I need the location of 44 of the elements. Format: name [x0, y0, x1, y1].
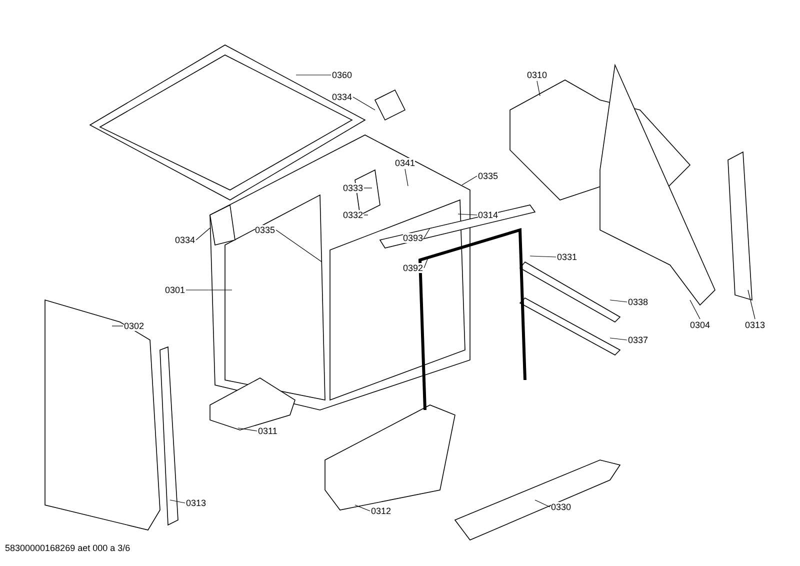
leader-line	[424, 258, 428, 268]
callout-number: 0311	[258, 426, 278, 436]
callout-number: 0331	[557, 252, 578, 262]
callout-number: 0330	[551, 502, 572, 512]
callout-number: 0335	[255, 225, 276, 235]
callout-number: 0337	[628, 335, 648, 345]
callout-number: 0310	[527, 70, 548, 80]
leader-line	[690, 300, 700, 320]
leader-line	[610, 300, 628, 302]
leader-line	[536, 80, 540, 96]
leader-line	[462, 176, 478, 186]
leader-line	[404, 168, 408, 186]
leader-line	[530, 256, 556, 258]
callout-number: 0338	[628, 297, 648, 307]
callout-number: 0304	[690, 320, 710, 330]
callout-number: 0313	[186, 498, 206, 508]
leader-line	[424, 228, 430, 238]
callout-number: 0392	[403, 263, 424, 273]
callout-number: 0335	[478, 171, 498, 181]
leader-line	[364, 214, 368, 216]
callout-number: 0334	[175, 235, 196, 245]
leader-line	[196, 228, 210, 240]
leader-line	[748, 290, 756, 320]
leader-line	[458, 214, 478, 216]
callout-number: 0393	[403, 233, 424, 243]
leader-line	[238, 428, 258, 432]
callout-number: 0334	[332, 92, 352, 102]
callout-number: 0360	[332, 70, 352, 80]
callout-number: 0333	[343, 183, 364, 193]
callout-number: 0301	[165, 285, 186, 295]
callout-number: 0341	[395, 158, 416, 168]
drawing-number: 58300000168269 aet 000 a 3/6	[5, 543, 130, 553]
leader-line	[534, 500, 550, 508]
callout-number: 0312	[371, 506, 392, 516]
leader-line	[296, 74, 332, 76]
callout-number: 0332	[343, 210, 364, 220]
callout-number: 0302	[124, 321, 144, 331]
leader-line	[610, 338, 628, 340]
leader-line	[352, 96, 376, 110]
leader-line	[276, 230, 322, 262]
callout-number: 0314	[478, 210, 498, 220]
leader-line	[354, 504, 370, 512]
callout-number: 0313	[745, 320, 766, 330]
leader-line	[170, 500, 186, 504]
